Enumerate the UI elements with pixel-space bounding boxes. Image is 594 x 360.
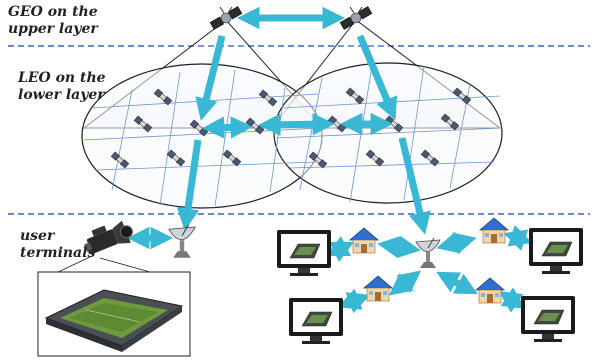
video-camera-icon xyxy=(84,220,133,254)
leo-leo-link-2 xyxy=(258,113,335,136)
leo-leo-link-1 xyxy=(202,116,253,139)
monitor-icon xyxy=(520,295,576,343)
hub-house-link-2 xyxy=(436,231,477,255)
ground-dish-hub xyxy=(415,237,441,269)
monitor-house-link-3 xyxy=(337,288,371,314)
geo-layer-label: GEO on the upper layer xyxy=(8,4,98,37)
monitor-house-link-2 xyxy=(503,225,533,251)
monitor-house-link-4 xyxy=(498,287,526,313)
house-icon xyxy=(349,227,379,254)
hub-house-link-3 xyxy=(388,270,422,296)
monitor-house-link-1 xyxy=(325,235,355,263)
links xyxy=(127,6,533,314)
leo-ground-link-right xyxy=(398,137,431,235)
house-icon xyxy=(479,217,509,244)
monitor-icon xyxy=(528,227,584,275)
house-icon xyxy=(475,277,505,304)
geo-leo-link-right xyxy=(356,34,398,121)
monitor-icon xyxy=(276,229,332,277)
monitor-icon xyxy=(288,297,344,345)
hub-house-link-1 xyxy=(377,235,421,259)
stadium-icon xyxy=(44,289,184,352)
leo-ground-link-left xyxy=(176,139,202,231)
geo-leo-link-left xyxy=(195,35,226,121)
leo-layer-label: LEO on the lower layer xyxy=(18,70,106,103)
ground-dish-left xyxy=(168,224,196,259)
hub-house-link-4 xyxy=(436,271,478,295)
house-icon xyxy=(363,275,393,302)
stadium-panel xyxy=(37,255,191,357)
user-terminals-label: user terminals xyxy=(20,228,96,261)
